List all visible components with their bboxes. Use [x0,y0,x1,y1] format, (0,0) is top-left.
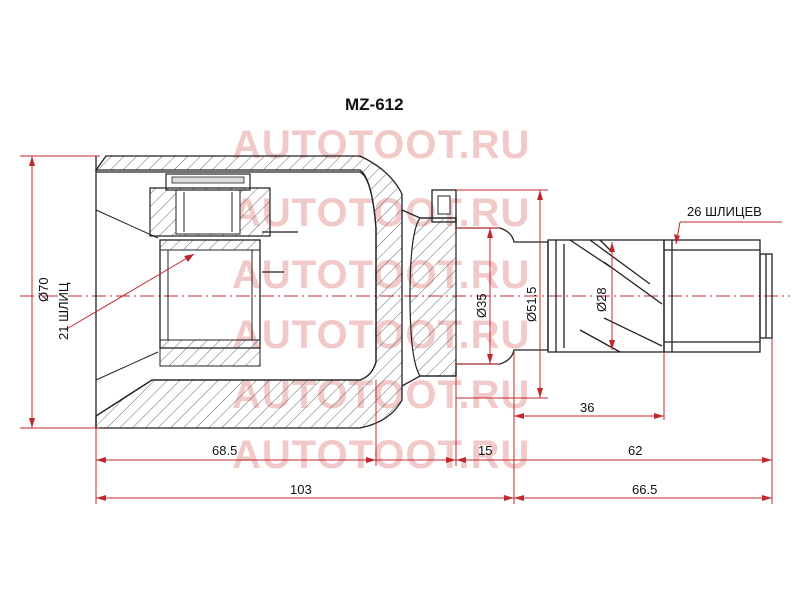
part-number-title: MZ-612 [345,95,404,114]
dim-len-15: 15 [478,443,492,458]
dim-outer-splines: 26 ШЛИЦЕВ [687,204,762,219]
dim-d70: Ø70 [36,277,51,302]
dim-len-36: 36 [580,400,594,415]
tripod [64,173,298,367]
roller-retainer [165,173,251,191]
roller-needle-bearing [175,189,241,235]
housing [94,155,403,429]
dim-inner-splines: 21 ШЛИЦ [56,282,71,340]
dim-d35: Ø35 [474,293,489,318]
dim-d28: Ø28 [594,287,609,312]
dimensions: Ø70 21 ШЛИЦ Ø35 Ø51.5 Ø28 26 ШЛИЦЕВ 36 [20,155,782,504]
helical-splines [569,239,663,353]
dim-d51-5: Ø51.5 [524,287,539,322]
shaft [401,189,773,387]
dim-len-103: 103 [290,482,312,497]
cone-line [95,351,159,381]
housing-cavity [95,171,377,417]
dim-len-66-5: 66.5 [632,482,657,497]
watermark: AUTOTOOT.RU [232,433,530,477]
inner-spline-leader [64,253,195,331]
boot-groove [431,189,457,223]
shaft-flange [409,217,457,377]
cone-line [95,209,159,239]
dim-len-68-5: 68.5 [212,443,237,458]
dim-len-62: 62 [628,443,642,458]
